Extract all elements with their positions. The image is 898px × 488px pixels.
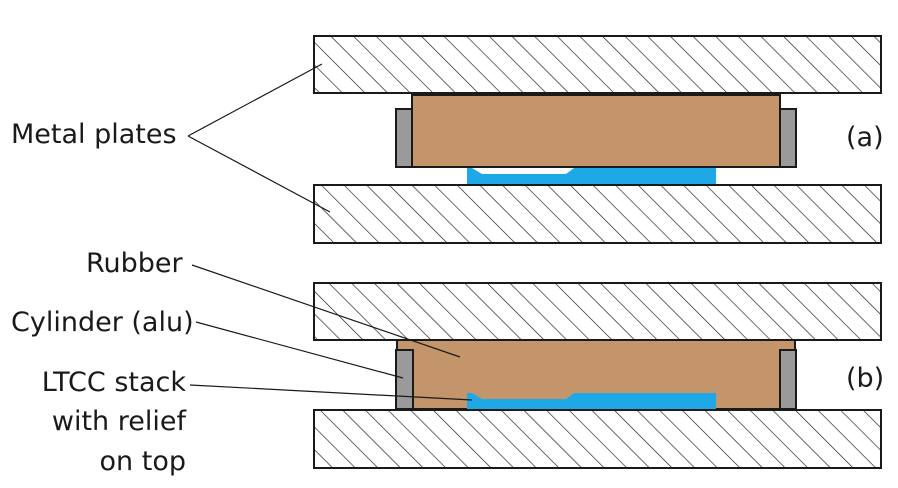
metal-plate-top-b — [313, 282, 882, 341]
ltcc-stack-a — [467, 168, 716, 184]
panel-a — [313, 35, 882, 244]
metal-plate-bottom-b — [313, 409, 882, 469]
cylinder-left-b — [395, 349, 414, 410]
panel-b — [313, 282, 882, 469]
leader-lines — [187, 63, 473, 401]
label-cylinder: Cylinder (alu) — [11, 307, 194, 338]
metal-plate-top-a — [313, 35, 882, 94]
cylinder-right-b — [779, 349, 797, 410]
leader-metal-top — [187, 63, 323, 137]
cylinder-left-a — [395, 108, 413, 168]
metal-plate-bottom-a — [313, 184, 882, 244]
leader-rubber — [191, 264, 461, 358]
ltcc-stack-b — [467, 393, 716, 409]
leader-metal-bottom — [187, 135, 331, 213]
cylinder-right-a — [779, 108, 797, 168]
label-panel-a: (a) — [846, 122, 884, 153]
label-ltcc-line2: with relief — [52, 406, 188, 437]
label-panel-b: (b) — [846, 363, 884, 394]
leader-cylinder — [195, 321, 404, 379]
rubber-a — [411, 94, 781, 168]
label-rubber: Rubber — [86, 248, 184, 279]
label-ltcc-line3: on top — [100, 446, 186, 477]
leader-ltcc — [189, 384, 473, 401]
label-ltcc-line1: LTCC stack — [42, 367, 187, 398]
label-metal-plates: Metal plates — [11, 119, 177, 150]
